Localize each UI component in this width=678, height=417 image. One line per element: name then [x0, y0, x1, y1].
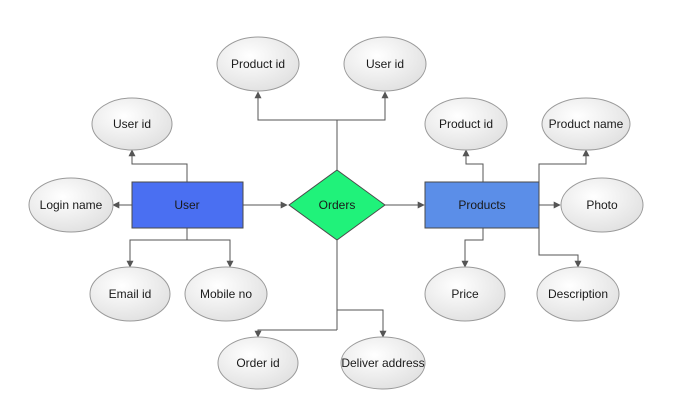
connector-user-emailid: [126, 239, 187, 268]
attribute-orders-productid: Product id: [216, 36, 300, 92]
attribute-user-emailid-label: Email id: [109, 287, 152, 301]
attribute-user-mobileno: Mobile no: [184, 266, 268, 322]
attribute-orders-userid: User id: [343, 36, 427, 92]
attribute-orders-productid-oval: [216, 36, 300, 92]
attribute-user-userid-label: User id: [113, 117, 151, 131]
attribute-orders-userid-oval: [343, 36, 427, 92]
connector-products-productid: [462, 149, 484, 182]
attribute-products-productid-oval: [424, 97, 508, 151]
attribute-user-loginname-oval: [28, 177, 114, 233]
attribute-products-productname-oval: [541, 97, 631, 151]
entity-user: User: [131, 181, 244, 229]
connector-user-userid: [128, 149, 188, 182]
entity-user-box: [131, 181, 244, 229]
relationship-orders: Orders: [288, 169, 386, 241]
entity-products: Products: [424, 181, 540, 229]
attribute-products-productname: Product name: [541, 97, 631, 151]
connector-user-mobileno: [187, 239, 234, 268]
relationship-orders-diamond: [288, 169, 386, 241]
attribute-orders-userid-label: User id: [366, 57, 404, 71]
attribute-user-loginname: Login name: [28, 177, 114, 233]
attribute-products-description-label: Description: [548, 287, 608, 301]
attribute-products-photo-oval: [560, 177, 644, 233]
entity-products-label: Products: [458, 198, 505, 212]
entity-products-box: [424, 181, 540, 229]
attribute-products-productid: Product id: [424, 97, 508, 151]
attribute-user-loginname-label: Login name: [40, 198, 103, 212]
attribute-products-price-label: Price: [451, 287, 479, 301]
connector-orders-deliveraddress: [337, 309, 387, 338]
attribute-orders-deliveraddress-label: Deliver address: [341, 356, 424, 370]
attribute-user-mobileno-oval: [184, 266, 268, 322]
attribute-user-emailid: Email id: [89, 266, 171, 322]
attribute-user-mobileno-label: Mobile no: [200, 287, 252, 301]
attribute-orders-orderid: Order id: [217, 336, 299, 390]
connectors: [112, 91, 590, 338]
attribute-products-productid-label: Product id: [439, 117, 493, 131]
attribute-orders-deliveraddress-oval: [340, 336, 426, 390]
attribute-orders-productid-label: Product id: [231, 57, 285, 71]
attribute-products-description-oval: [536, 266, 620, 322]
attribute-products-photo-label: Photo: [586, 198, 618, 212]
attribute-orders-deliveraddress: Deliver address: [340, 336, 426, 390]
connector-products-price: [461, 228, 484, 268]
attribute-products-price-oval: [424, 266, 506, 322]
relationship-orders-label: Orders: [319, 198, 356, 212]
attribute-products-description: Description: [536, 266, 620, 322]
connector-products-productname: [538, 149, 590, 182]
attribute-user-userid: User id: [91, 97, 173, 151]
connector-products-description: [538, 228, 582, 268]
attribute-products-photo: Photo: [560, 177, 644, 233]
attribute-products-price: Price: [424, 266, 506, 322]
connector-orders-orderid: [254, 329, 337, 338]
attribute-orders-orderid-label: Order id: [236, 356, 279, 370]
attribute-user-userid-oval: [91, 97, 173, 151]
attribute-orders-orderid-oval: [217, 336, 299, 390]
entity-user-label: User: [174, 198, 199, 212]
connector-orders-userid: [337, 91, 389, 121]
attribute-user-emailid-oval: [89, 266, 171, 322]
connector-orders-productid: [254, 91, 337, 121]
attribute-products-productname-label: Product name: [549, 117, 624, 131]
